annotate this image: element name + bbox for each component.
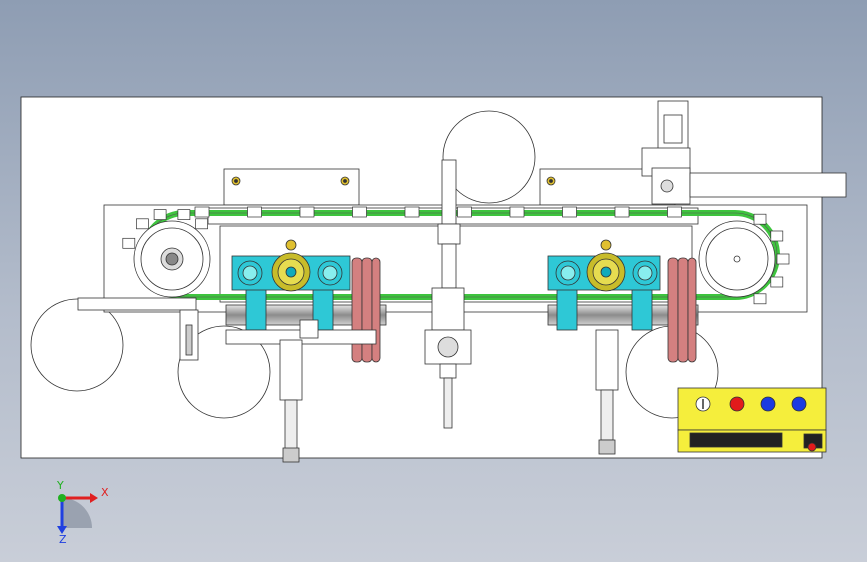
right-pulley-1 xyxy=(667,257,679,363)
left-top-bracket xyxy=(223,168,360,206)
blue-button xyxy=(760,396,776,412)
right-pulley-3 xyxy=(687,257,697,363)
chain-clip xyxy=(562,206,577,218)
right-bearing-block-2 xyxy=(631,287,653,331)
left-low-circle xyxy=(177,325,271,419)
top-right-arm xyxy=(689,172,847,198)
z-axis-label: Z xyxy=(59,533,67,546)
y-axis-label: Y xyxy=(56,479,64,492)
chain-clip xyxy=(509,206,525,218)
left-bearing-block-1 xyxy=(245,287,267,331)
red-button xyxy=(729,396,745,412)
chain-clip xyxy=(404,206,420,218)
chain-clip xyxy=(770,276,784,288)
left-pulley-2 xyxy=(361,257,373,363)
display-slot xyxy=(689,432,783,448)
chain-clip xyxy=(136,218,149,230)
chain-clip xyxy=(753,293,767,305)
x-axis-label: X xyxy=(101,486,109,499)
top-center-circle xyxy=(442,110,536,204)
chain-clip xyxy=(177,209,191,220)
chain-clip xyxy=(667,206,682,218)
chain-clip xyxy=(352,206,367,218)
right-pulley-2 xyxy=(677,257,689,363)
left-pulley-1 xyxy=(351,257,363,363)
chain-clip xyxy=(457,206,472,218)
center-cylinder-body xyxy=(431,287,465,331)
left-pulley-3 xyxy=(371,257,381,363)
right-bearing-block-1 xyxy=(556,287,578,331)
chain-clip xyxy=(299,206,315,218)
chain-clip xyxy=(195,218,208,230)
chain-clip xyxy=(614,206,630,218)
chain-clip xyxy=(247,206,262,218)
left-big-circle xyxy=(30,298,124,392)
chain-clip xyxy=(770,230,784,242)
right-shaft xyxy=(547,304,699,326)
chain-clip xyxy=(122,237,136,249)
chain-clip xyxy=(753,213,767,225)
chain-clip xyxy=(776,253,790,265)
blue-button-2 xyxy=(791,396,807,412)
chain-clip xyxy=(194,206,210,218)
chain-clip xyxy=(153,209,167,220)
left-rail xyxy=(77,297,197,311)
axis-triad[interactable]: X Y Z xyxy=(56,479,109,546)
center-arm xyxy=(441,159,457,225)
